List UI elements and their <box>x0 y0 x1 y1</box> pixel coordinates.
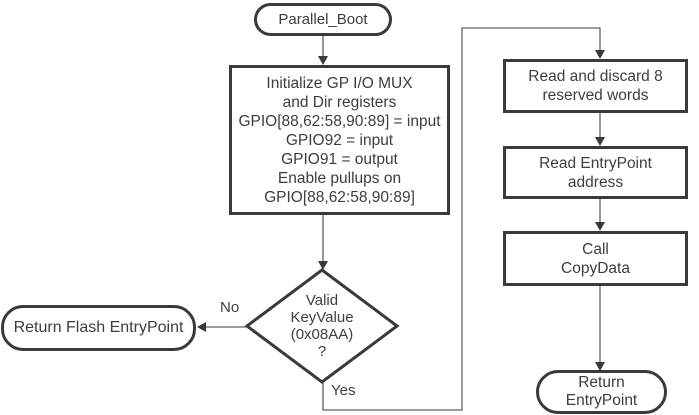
node-valid-keyvalue-decision: Valid KeyValue (0x08AA) ? <box>244 268 400 384</box>
edge-read-discard-to-read-entrypoint <box>595 113 605 146</box>
edge-init-to-decision <box>318 215 328 270</box>
edge-call-copydata-to-return-entrypoint <box>595 286 605 371</box>
edge-label-no: No <box>220 299 240 316</box>
node-call-copydata: Call CopyData <box>503 231 688 286</box>
edge-read-entrypoint-to-call-copydata <box>595 199 605 231</box>
decision-diamond-shape <box>244 268 400 384</box>
node-initialize-gpio-mux: Initialize GP I/O MUX and Dir registers … <box>229 65 450 215</box>
decision-diamond-label: Valid KeyValue (0x08AA) ? <box>290 292 354 360</box>
node-parallel-boot: Parallel_Boot <box>254 3 392 36</box>
node-return-entrypoint: Return EntryPoint <box>536 370 667 414</box>
node-read-entrypoint-address: Read EntryPoint address <box>503 146 688 199</box>
edge-label-yes: Yes <box>331 382 356 399</box>
edge-decision-no-to-return-flash <box>197 322 246 332</box>
node-read-discard-reserved-words: Read and discard 8 reserved words <box>503 59 688 113</box>
edge-parallel-boot-to-init <box>318 35 328 65</box>
node-return-flash-entrypoint: Return Flash EntryPoint <box>1 305 196 351</box>
